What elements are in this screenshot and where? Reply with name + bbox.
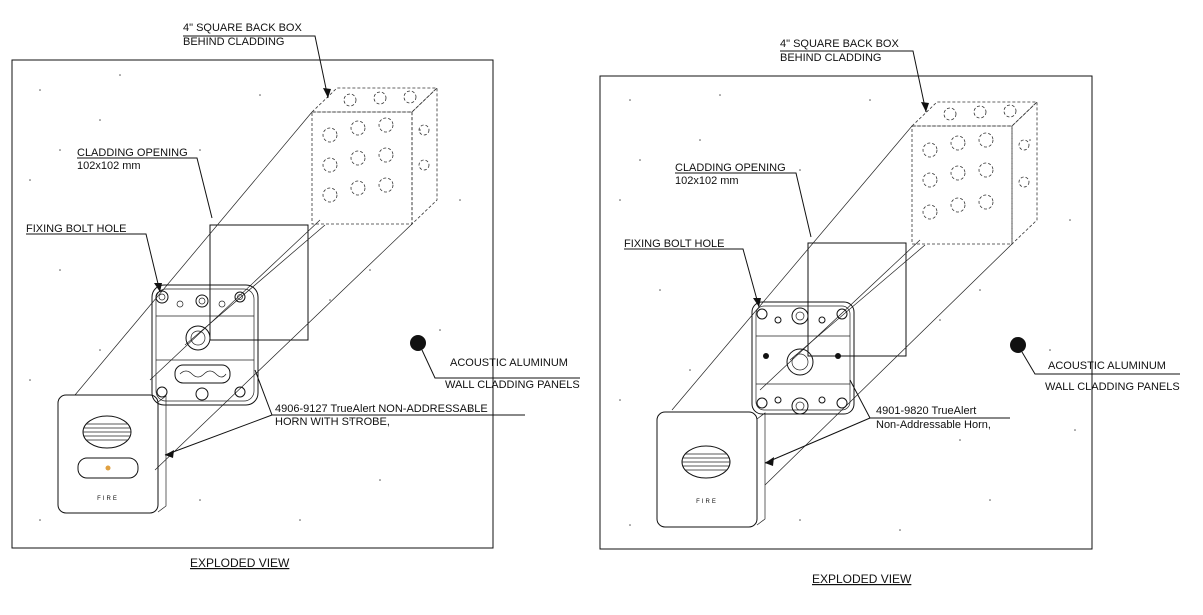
left-panel-label-1: ACOUSTIC ALUMINUM bbox=[450, 357, 568, 369]
right-opening-label-1: CLADDING OPENING bbox=[675, 162, 786, 174]
right-panel-label-2: WALL CLADDING PANELS bbox=[1045, 381, 1180, 393]
left-wall-panel bbox=[11, 59, 494, 549]
left-device-label-2: HORN WITH STROBE, bbox=[275, 416, 390, 428]
left-mounting-plate bbox=[151, 284, 259, 406]
right-wall-panel bbox=[599, 75, 1093, 550]
left-panel-texture bbox=[29, 74, 471, 521]
left-panel-marker bbox=[410, 335, 426, 351]
left-bolt-hole-label: FIXING BOLT HOLE bbox=[26, 223, 126, 235]
left-exploded-view: FIRE 4" SQUARE BACK BOX BEHIND CLADDING … bbox=[11, 22, 580, 570]
left-back-box bbox=[311, 87, 438, 225]
left-horn-strobe-device: FIRE bbox=[57, 394, 167, 514]
right-panel-marker bbox=[1010, 337, 1026, 353]
right-back-box-label-1: 4" SQUARE BACK BOX bbox=[780, 38, 899, 50]
left-device-face-text: FIRE bbox=[97, 496, 119, 502]
right-device-face-text: FIRE bbox=[696, 499, 718, 505]
left-opening-label-1: CLADDING OPENING bbox=[77, 147, 188, 159]
right-back-box bbox=[911, 101, 1038, 245]
right-mounting-plate bbox=[751, 301, 855, 415]
left-annotations: 4" SQUARE BACK BOX BEHIND CLADDING CLADD… bbox=[26, 22, 580, 570]
left-panel-label-2: WALL CLADDING PANELS bbox=[445, 379, 580, 391]
right-back-box-label-2: BEHIND CLADDING bbox=[780, 52, 881, 64]
right-opening-label-2: 102x102 mm bbox=[675, 175, 739, 187]
right-caption: EXPLODED VIEW bbox=[812, 572, 912, 586]
right-panel-texture bbox=[619, 94, 1076, 531]
right-panel-label-1: ACOUSTIC ALUMINUM bbox=[1048, 360, 1166, 372]
right-device-label-1: 4901-9820 TrueAlert bbox=[876, 405, 976, 417]
left-caption: EXPLODED VIEW bbox=[190, 556, 290, 570]
left-cladding-opening bbox=[209, 224, 309, 341]
right-device-label-2: Non-Addressable Horn, bbox=[876, 419, 991, 431]
right-exploded-view: FIRE 4" SQUARE BACK BOX BEHIND CLADDING … bbox=[599, 38, 1180, 586]
left-opening-label-2: 102x102 mm bbox=[77, 160, 141, 172]
left-back-box-label-2: BEHIND CLADDING bbox=[183, 36, 284, 48]
right-bolt-hole-label: FIXING BOLT HOLE bbox=[624, 238, 724, 250]
left-strobe-lens-icon bbox=[77, 457, 139, 479]
right-cladding-opening bbox=[807, 242, 907, 357]
right-horn-device: FIRE bbox=[656, 411, 766, 528]
left-device-label-1: 4906-9127 TrueAlert NON-ADDRESSABLE bbox=[275, 403, 488, 415]
left-projection-lines bbox=[74, 111, 413, 471]
right-annotations: 4" SQUARE BACK BOX BEHIND CLADDING CLADD… bbox=[624, 38, 1180, 586]
left-back-box-label-1: 4" SQUARE BACK BOX bbox=[183, 22, 302, 34]
